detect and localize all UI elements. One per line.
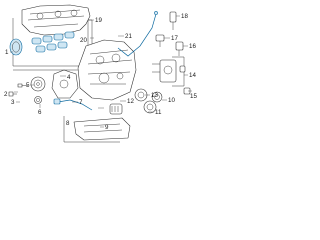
callout-1: 1	[5, 49, 9, 56]
pulley-10[interactable]	[151, 91, 163, 103]
pulley-11[interactable]	[143, 100, 157, 114]
bolt-3[interactable]	[17, 83, 28, 88]
callout-14: 14	[189, 72, 196, 79]
callout-19: 19	[95, 17, 102, 24]
callout-2: 2	[4, 91, 8, 98]
callout-18: 18	[181, 13, 188, 20]
callout-7: 7	[79, 99, 83, 106]
seal-6[interactable]	[34, 96, 42, 104]
callout-8: 8	[66, 120, 70, 127]
sensor-18[interactable]	[169, 11, 177, 30]
intake-manifold-group	[12, 4, 94, 71]
callout-3: 3	[11, 99, 15, 106]
callout-13: 13	[151, 92, 158, 99]
callout-20: 20	[80, 37, 87, 44]
callout-9: 9	[105, 124, 109, 131]
callout-12: 12	[127, 98, 134, 105]
callout-15: 15	[190, 93, 197, 100]
callout-21: 21	[125, 33, 132, 40]
oil-filter-adapter[interactable]	[152, 59, 177, 83]
intake-manifold[interactable]	[21, 4, 91, 36]
harmonic-balancer[interactable]	[30, 76, 46, 92]
sensor-17[interactable]	[155, 34, 165, 47]
callout-5: 5	[26, 82, 30, 89]
part-14[interactable]	[179, 65, 186, 73]
engine-block[interactable]	[77, 39, 137, 101]
callout-6: 6	[38, 109, 42, 116]
sensor-16[interactable]	[175, 41, 184, 56]
oil-pan-box	[63, 116, 120, 143]
callout-17: 17	[171, 35, 178, 42]
callout-numbers: 1 2 3 4 5 6 7 8 9 10 11 12 13 14 15 16 1…	[4, 13, 197, 131]
engine-parts-diagram: 1 2 3 4 5 6 7 8 9 10 11 12 13 14 15 16 1…	[4, 4, 197, 143]
dipstick-tube[interactable]	[117, 13, 157, 57]
timing-cover[interactable]	[51, 69, 79, 99]
callout-10: 10	[168, 97, 175, 104]
bolt-2[interactable]	[8, 91, 17, 97]
leader-lines	[10, 15, 192, 128]
throttle-body-gasket[interactable]	[9, 38, 23, 56]
oil-pickup-tube[interactable]	[57, 99, 93, 111]
callout-4: 4	[67, 74, 71, 81]
oil-filter[interactable]	[109, 103, 123, 115]
oil-pan[interactable]	[73, 117, 131, 141]
callout-16: 16	[189, 43, 196, 50]
callout-11: 11	[155, 109, 162, 116]
intake-gaskets[interactable]	[31, 31, 75, 53]
